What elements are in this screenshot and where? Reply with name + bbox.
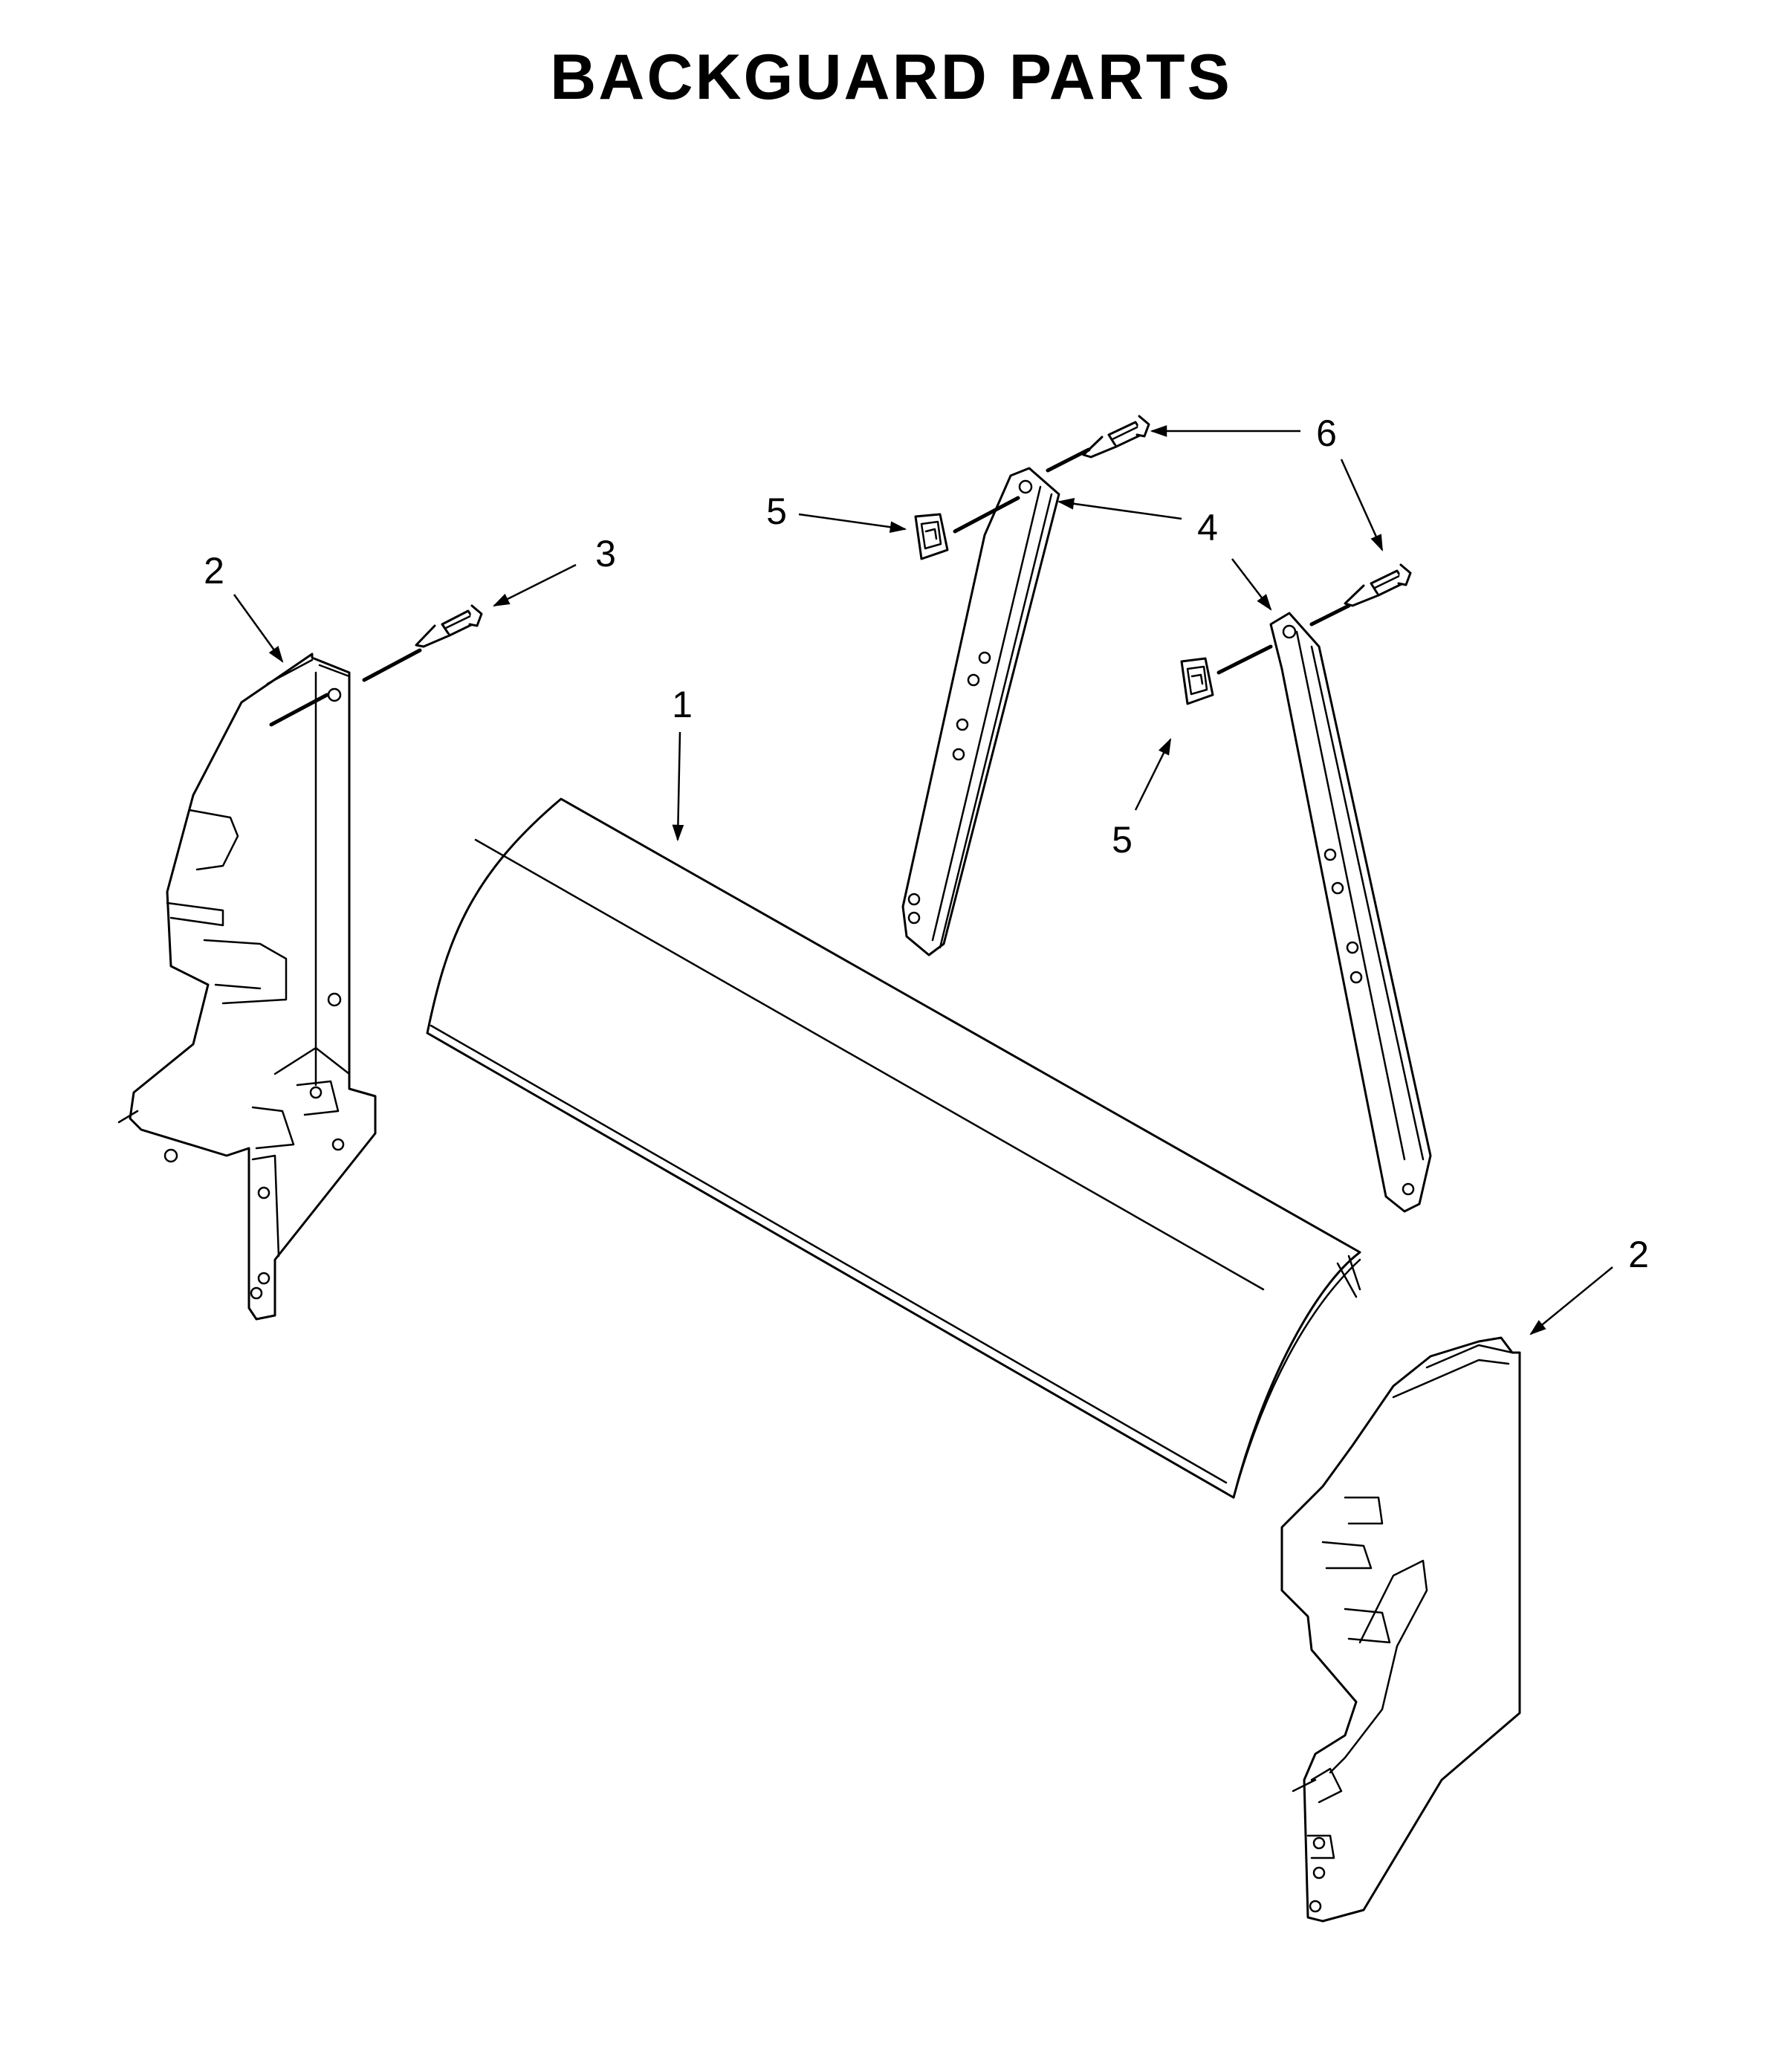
callout-backguard: 1 (672, 684, 693, 725)
bracket-right (1269, 612, 1432, 1213)
callout-bracket: 4 (1197, 507, 1218, 548)
callout-screw-bracket: 6 (1316, 412, 1337, 454)
clip-lower (1180, 657, 1214, 705)
callout-clip-upper: 5 (766, 491, 787, 532)
leader-lines (233, 425, 1613, 1336)
callout-screw-end-cap: 3 (595, 533, 616, 574)
bracket-upper (901, 467, 1060, 956)
callout-end-cap-left: 2 (204, 550, 224, 592)
callout-end-cap-right: 2 (1628, 1234, 1649, 1275)
assembly-lines (269, 447, 1351, 727)
screw-bracket-upper (1082, 415, 1150, 459)
end-cap-right (1280, 1336, 1521, 1923)
screw-end-cap (415, 604, 483, 648)
end-cap-left (117, 653, 377, 1321)
page-title: BACKGUARD PARTS (550, 42, 1232, 113)
clip-upper (914, 513, 949, 560)
callout-clip-lower: 5 (1112, 819, 1133, 861)
backguard-panel (426, 797, 1361, 1499)
screw-bracket-right (1344, 563, 1412, 607)
